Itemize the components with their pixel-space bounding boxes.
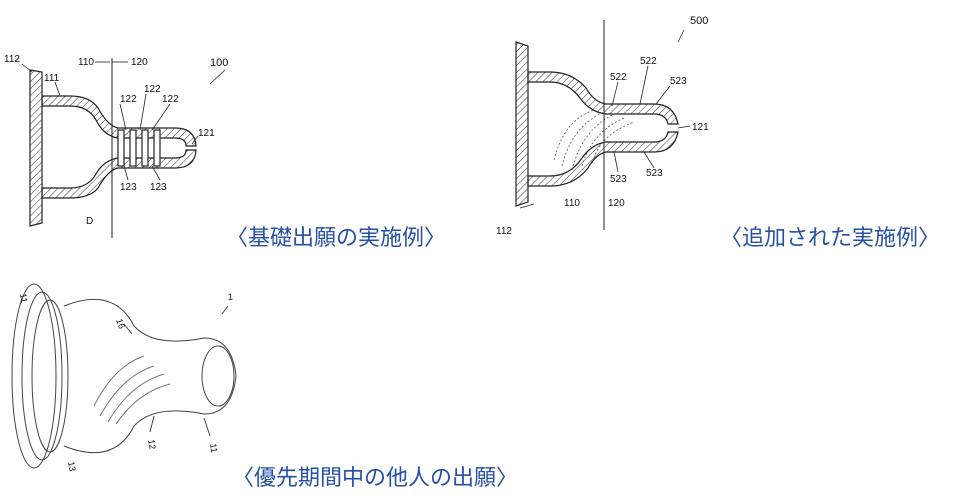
label-123-a: 123: [120, 182, 137, 193]
label-D: D: [86, 216, 93, 227]
label-11-b: 11: [208, 443, 219, 454]
flange-ring-inner: [31, 299, 69, 453]
caption-base-embodiment: 〈基礎出願の実施例〉: [226, 226, 447, 251]
label-122-b: 122: [144, 84, 161, 95]
caption-added-embodiment: 〈追加された実施例〉: [720, 226, 941, 251]
label-121-b: 121: [692, 122, 709, 133]
label-122-c: 122: [162, 94, 179, 105]
label-16: 16: [114, 317, 127, 330]
label-523-b: 523: [646, 168, 663, 179]
label-120: 120: [131, 57, 148, 68]
upper-wall-500: [527, 71, 679, 125]
caption-other-application: 〈優先期間中の他人の出願〉: [232, 466, 519, 491]
tip-ring: [201, 345, 235, 407]
label-111: 111: [44, 73, 60, 84]
label-112: 112: [4, 54, 20, 65]
body-outline-bottom: [63, 375, 237, 454]
label-112-b: 112: [496, 226, 512, 237]
label-522-b: 522: [640, 56, 657, 67]
flange-shape: [29, 69, 43, 227]
label-523-top: 523: [670, 76, 687, 87]
label-121: 121: [198, 128, 215, 139]
label-522-a: 522: [610, 72, 627, 83]
label-122-a: 122: [120, 94, 137, 105]
label-123-b: 123: [150, 182, 167, 193]
label-12: 12: [146, 439, 158, 451]
flange-ring-mid: [21, 291, 63, 461]
lower-wall-500: [527, 131, 679, 187]
label-120-b: 120: [608, 198, 625, 209]
other-application-drawing: 11 16 1 11 12 13: [11, 283, 237, 473]
label-523-a: 523: [610, 174, 627, 185]
label-110-b: 110: [564, 198, 580, 209]
label-100: 100: [210, 57, 228, 69]
label-500: 500: [690, 15, 708, 27]
label-11-a: 11: [18, 293, 29, 304]
label-110: 110: [78, 57, 94, 68]
flange-shape-500: [515, 41, 529, 207]
base-embodiment-drawing: 112 111 110 120 100 122 122 122 121 123 …: [4, 54, 228, 238]
body-outline-top: [63, 298, 237, 377]
added-embodiment-drawing: 500 522 522 523 121 523 523 110 120 112: [496, 15, 709, 237]
label-1: 1: [228, 292, 233, 302]
flange-ring-outer: [11, 283, 57, 469]
label-13: 13: [66, 461, 78, 473]
